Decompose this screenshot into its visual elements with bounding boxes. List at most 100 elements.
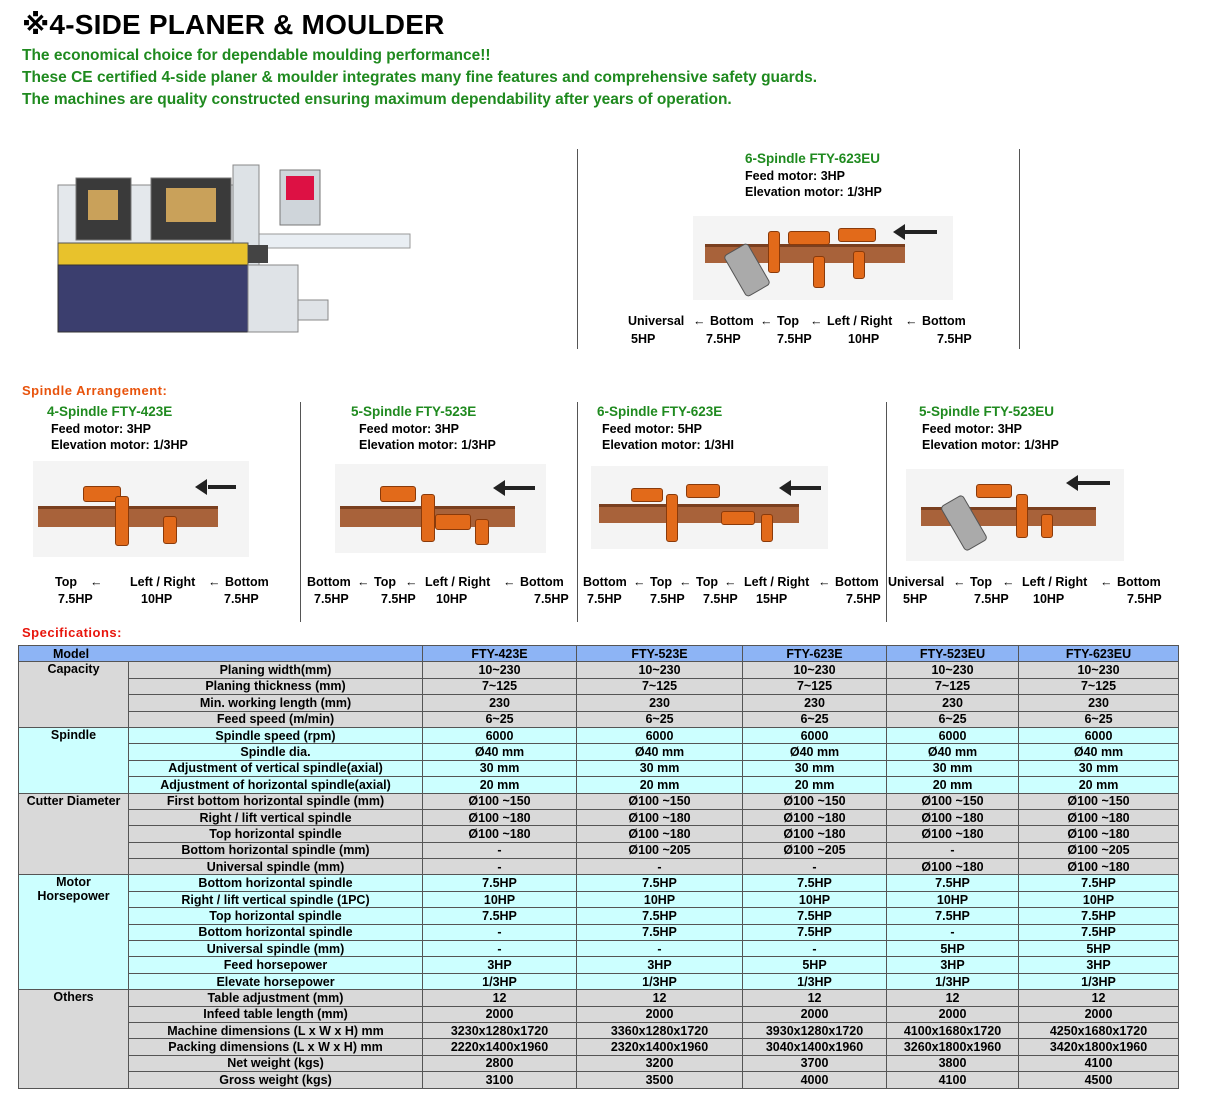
spindle-3-feed: Feed motor: 3HP [922, 422, 1023, 436]
spec-cell: Ø100 ~180 [1018, 858, 1180, 876]
spec-cell: 1/3HP [576, 972, 744, 991]
spec-cell: 3HP [886, 956, 1020, 974]
spec-row-label: Top horizontal spindle [127, 825, 424, 843]
spec-cell: 5HP [1018, 940, 1180, 958]
spec-cell: 5HP [742, 956, 888, 974]
spec-group-label: Others [18, 989, 129, 1089]
spec-cell: 230 [422, 694, 578, 712]
spec-cell: Ø40 mm [1018, 743, 1180, 761]
spec-cell: 2220x1400x1960 [422, 1038, 578, 1056]
spindle-2-arrow-0: ← [633, 575, 646, 589]
spindle-1-label-3: Bottom [520, 575, 564, 589]
spec-row-label: Universal spindle (mm) [127, 858, 424, 876]
spec-row-label: Gross weight (kgs) [127, 1071, 424, 1089]
spindle-3-hp-0: 5HP [903, 592, 928, 606]
spindle-2-arrow-1: ← [679, 575, 692, 589]
featured-elevation-motor: Elevation motor: 1/3HP [745, 185, 882, 199]
spec-cell: Ø100 ~180 [576, 825, 744, 843]
spec-cell: Ø100 ~150 [742, 792, 888, 810]
spec-cell: 2000 [576, 1005, 744, 1023]
spec-cell: Ø40 mm [886, 743, 1020, 761]
spindle-1-feed: Feed motor: 3HP [359, 422, 460, 436]
spec-row-label: Adjustment of vertical spindle(axial) [127, 759, 424, 778]
featured-arrow-3: ← [905, 314, 918, 328]
spec-cell: 20 mm [576, 776, 744, 794]
spec-cell: 7.5HP [742, 907, 888, 925]
spec-cell: 3260x1800x1960 [886, 1038, 1020, 1056]
featured-feed-motor: Feed motor: 3HP [745, 169, 846, 183]
spec-cell: 3HP [576, 956, 744, 974]
spindle-0-arrow-0: ← [90, 575, 103, 589]
spindle-1-hp-0: 7.5HP [314, 592, 349, 606]
spec-row-label: Infeed table length (mm) [127, 1005, 424, 1023]
spec-cell: 10~230 [742, 661, 888, 679]
spindle-3-hp-1: 7.5HP [974, 592, 1009, 606]
spec-row-label: Table adjustment (mm) [127, 989, 424, 1007]
spec-cell: 3500 [576, 1071, 744, 1089]
spec-cell: 7.5HP [422, 874, 578, 892]
spindle-2-hp-3: 15HP [756, 592, 788, 606]
spec-cell: 10~230 [576, 661, 744, 679]
spindle-3-label-3: Bottom [1117, 575, 1161, 589]
spec-cell: - [422, 940, 578, 958]
spec-cell: 3230x1280x1720 [422, 1021, 578, 1040]
spindle-2-label-1: Top [650, 575, 672, 589]
featured-label-4: Bottom [922, 314, 966, 328]
spec-row-label: Right / lift vertical spindle [127, 808, 424, 827]
spindle-1-label-2: Left / Right [425, 575, 491, 589]
spec-row-label: Right / lift vertical spindle (1PC) [127, 890, 424, 909]
spec-cell: - [886, 841, 1020, 860]
spec-cell: 12 [422, 989, 578, 1007]
spec-cell: Ø100 ~180 [422, 808, 578, 827]
spindle-1-label-0: Bottom [307, 575, 351, 589]
spec-row-label: Spindle speed (rpm) [127, 726, 424, 745]
spindle-0-hp-0: 7.5HP [58, 592, 93, 606]
spec-cell: 1/3HP [1018, 972, 1180, 991]
spec-cell: 2320x1400x1960 [576, 1038, 744, 1056]
spec-cell: 4500 [1018, 1071, 1180, 1089]
spindle-2-diagram [591, 466, 828, 549]
featured-arrow-0: ← [693, 314, 706, 328]
spec-cell: 3200 [576, 1054, 744, 1073]
spec-cell: 230 [886, 694, 1020, 712]
spec-group-label: Spindle [18, 726, 129, 794]
spec-cell: 10~230 [886, 661, 1020, 679]
spec-cell: - [422, 923, 578, 942]
spec-cell: - [422, 841, 578, 860]
spec-cell: 7~125 [422, 677, 578, 696]
spec-row-label: Universal spindle (mm) [127, 940, 424, 958]
spec-cell: 30 mm [742, 759, 888, 778]
spindle-1-diagram [335, 464, 546, 553]
spec-cell: 6~25 [576, 710, 744, 728]
spindle-0-label-0: Top [55, 575, 77, 589]
spec-cell: 2000 [742, 1005, 888, 1023]
spec-cell: Ø100 ~180 [886, 858, 1020, 876]
spec-cell: Ø100 ~150 [1018, 792, 1180, 810]
spec-cell: 10~230 [422, 661, 578, 679]
spindle-3-diagram [906, 469, 1124, 561]
spec-cell: 7.5HP [742, 874, 888, 892]
spindle-0-hp-2: 7.5HP [224, 592, 259, 606]
featured-label-3: Left / Right [827, 314, 893, 328]
spec-cell: 7.5HP [886, 874, 1020, 892]
spec-cell: 7.5HP [1018, 923, 1180, 942]
spec-cell: Ø100 ~180 [886, 825, 1020, 843]
spec-cell: 6~25 [742, 710, 888, 728]
spec-header-model-2: FTY-623E [742, 644, 888, 663]
spec-cell: 20 mm [422, 776, 578, 794]
spindle-3-title: 5-Spindle FTY-523EU [919, 404, 1055, 419]
spec-cell: 1/3HP [422, 972, 578, 991]
spec-cell: 3HP [1018, 956, 1180, 974]
spec-cell: 3700 [742, 1054, 888, 1073]
